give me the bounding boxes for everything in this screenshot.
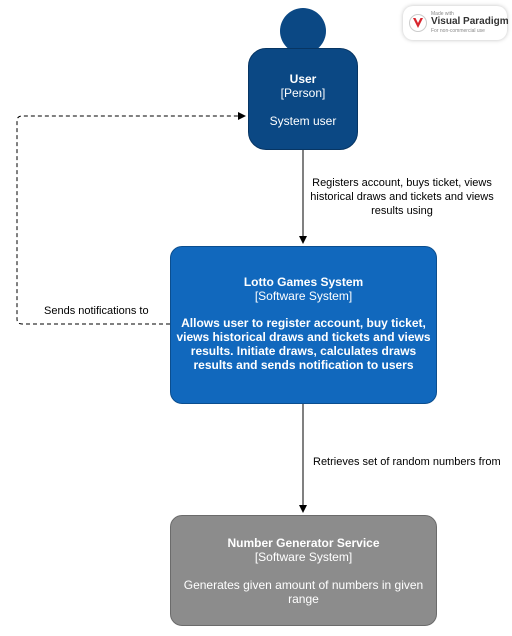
visual-paradigm-watermark: Made with Visual Paradigm For non-commer… <box>403 6 509 40</box>
lotto-games-system-node[interactable]: Lotto Games System [Software System] All… <box>170 246 437 404</box>
edge-system-to-user[interactable] <box>16 112 246 325</box>
visual-paradigm-logo-icon <box>409 14 427 32</box>
watermark-made-with: Made with <box>431 11 454 17</box>
main-system-title: Lotto Games System <box>243 275 364 289</box>
person-head-shape <box>280 8 326 54</box>
external-system-type: [Software System] <box>254 550 353 564</box>
number-generator-service-node[interactable]: Number Generator Service [Software Syste… <box>170 515 437 626</box>
user-person-node[interactable]: User [Person] System user <box>248 48 358 150</box>
person-description: System user <box>269 114 337 128</box>
label-system-to-generator: Retrieves set of random numbers from <box>313 455 501 469</box>
external-system-title: Number Generator Service <box>227 536 380 550</box>
external-system-description: Generates given amount of numbers in giv… <box>183 578 424 606</box>
label-system-to-user: Sends notifications to <box>44 304 149 318</box>
label-user-to-system: Registers account, buys ticket, views hi… <box>306 176 498 218</box>
person-title: User <box>289 72 317 86</box>
person-type: [Person] <box>280 86 326 100</box>
main-system-type: [Software System] <box>254 289 353 303</box>
watermark-note: For non-commercial use <box>431 28 485 34</box>
main-system-description: Allows user to register account, buy tic… <box>176 316 431 372</box>
watermark-brand: Visual Paradigm <box>431 16 509 27</box>
